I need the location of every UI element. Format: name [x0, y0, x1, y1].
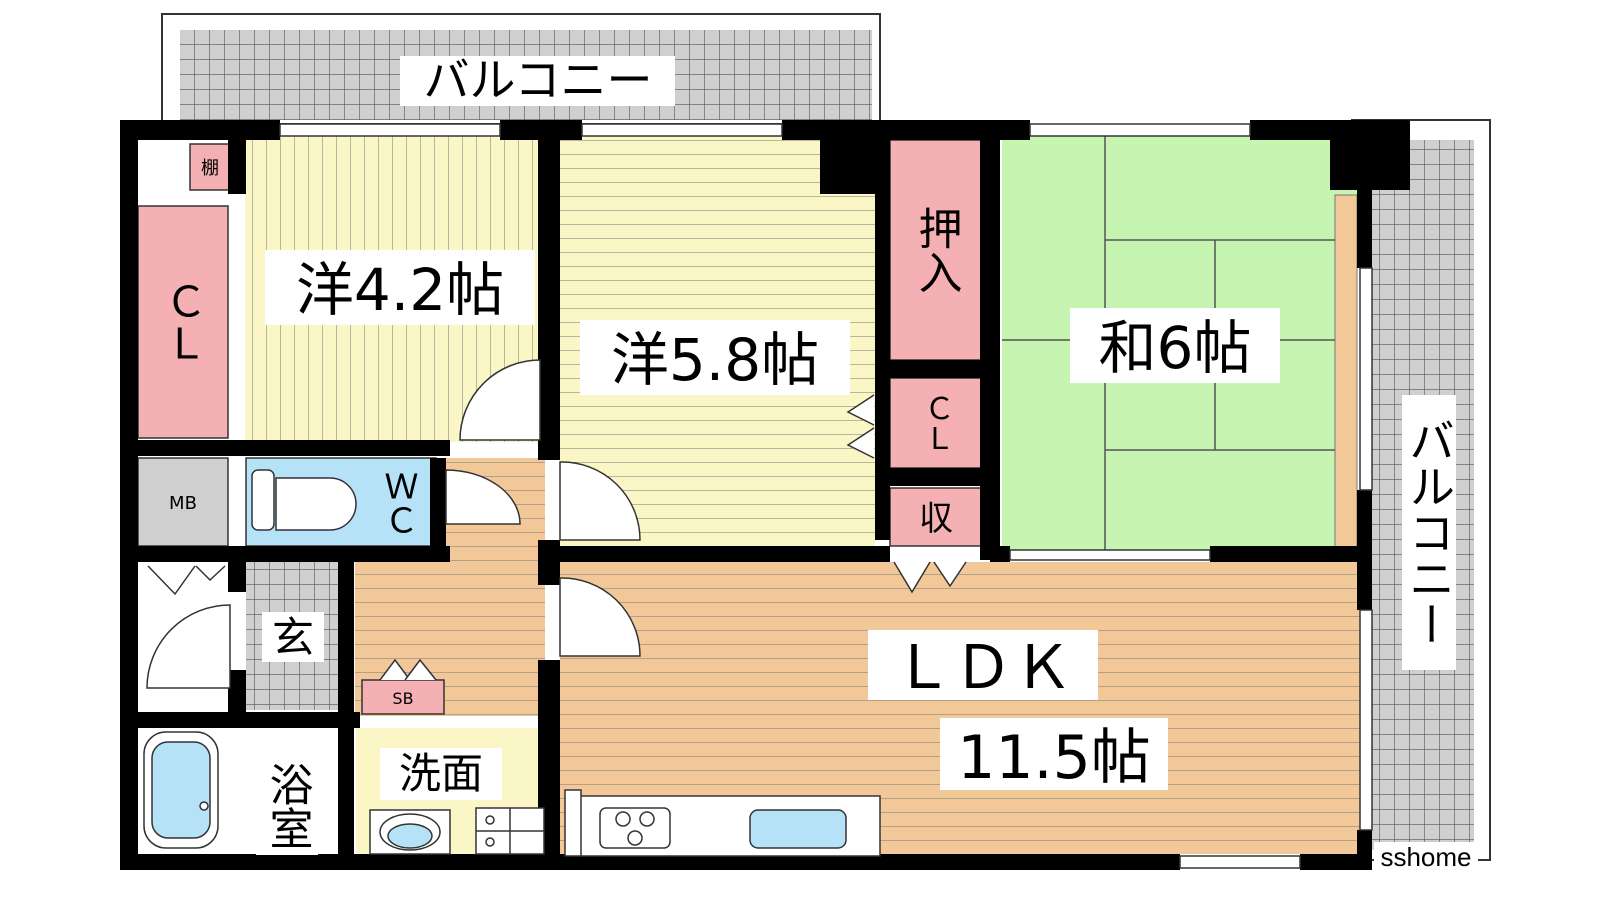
washing-machine-icon [475, 807, 545, 855]
oshiire-label: 押入 [911, 206, 962, 294]
windows [279, 123, 1373, 869]
balcony-top [161, 13, 881, 125]
ldk-size-label: 11.5帖 [957, 723, 1151, 793]
storage-box [889, 487, 983, 547]
wc-label: ＷＣ [378, 469, 418, 537]
closet-left-label: ＣＬ [159, 280, 208, 364]
engawa-strip [1334, 194, 1358, 551]
bath-label: 浴室 [262, 762, 313, 850]
room-japanese-label: 和6帖 [1099, 314, 1252, 382]
doors [146, 359, 967, 689]
sb-box [361, 679, 445, 715]
room-center-label: 洋5.8帖 [611, 326, 819, 394]
walls [120, 120, 1410, 870]
closet-center [889, 377, 983, 469]
mb-box [137, 457, 229, 547]
label-backgrounds [256, 250, 1280, 855]
wash-basin-icon [369, 809, 451, 855]
closet-center-label: ＣＬ [919, 393, 954, 453]
shelf-box [189, 143, 231, 191]
watermark-bg [1374, 842, 1478, 872]
oshiire-box [889, 139, 983, 361]
closet-left [137, 205, 229, 439]
balcony-right [1351, 119, 1491, 861]
watermark-text: sshome [1380, 842, 1471, 872]
bathtub-icon [143, 731, 219, 849]
storage-label: 収 [919, 499, 953, 539]
entrance-label: 玄 [272, 613, 314, 662]
kitchen-counter [564, 789, 881, 857]
toilet-icon [251, 469, 357, 531]
balcony-right-label: バルコニー [1402, 417, 1456, 647]
sb-label: SB [392, 689, 413, 708]
mb-label: MB [169, 493, 197, 514]
balcony-top-label: バルコニー [423, 53, 652, 107]
shelf-label: 棚 [201, 158, 219, 179]
ldk-name-label: ＬＤＫ [893, 633, 1073, 703]
washroom-label: 洗面 [399, 749, 483, 798]
room-west-label: 洋4.2帖 [296, 256, 504, 324]
